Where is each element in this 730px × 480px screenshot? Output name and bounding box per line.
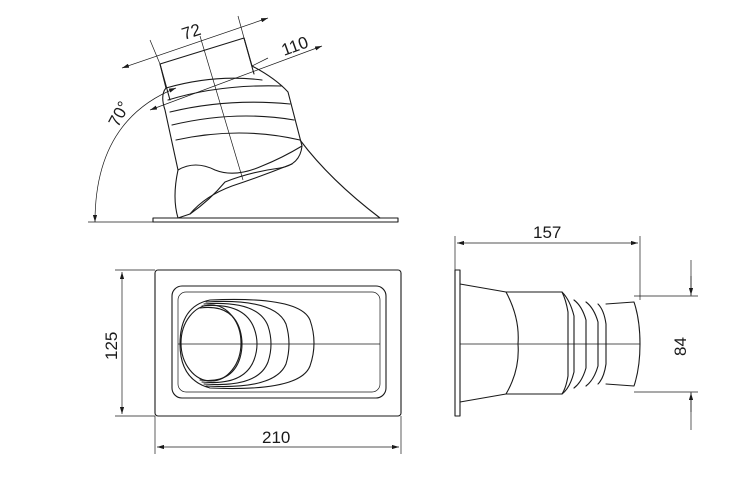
top-outlet-ellipse bbox=[180, 304, 242, 382]
angle-label: 70° bbox=[105, 98, 134, 130]
front-cone bbox=[459, 283, 507, 403]
side-rib-3 bbox=[169, 101, 291, 113]
top-outer-frame bbox=[154, 269, 402, 417]
dim-110-ext bbox=[251, 57, 269, 67]
dim-157-label: 157 bbox=[533, 223, 561, 242]
dim-210-label: 210 bbox=[262, 428, 290, 447]
side-rib-2 bbox=[167, 85, 283, 101]
side-rib-5 bbox=[175, 132, 301, 141]
front-body bbox=[505, 291, 569, 395]
dim-110-line bbox=[149, 45, 323, 111]
dim-125-label: 125 bbox=[102, 332, 121, 360]
dim-72-line bbox=[121, 17, 269, 69]
dim-84-label: 84 bbox=[671, 337, 690, 356]
side-base-plate bbox=[152, 217, 399, 223]
front-view bbox=[454, 236, 698, 430]
side-saddle-curve bbox=[177, 145, 303, 174]
side-rib-4 bbox=[171, 115, 295, 126]
top-view bbox=[115, 269, 402, 454]
dim-110-label: 110 bbox=[279, 33, 311, 60]
front-base-plate bbox=[454, 269, 461, 417]
top-inner-frame-2 bbox=[177, 291, 381, 393]
side-body-outline bbox=[159, 37, 303, 219]
dim-72-label: 72 bbox=[179, 20, 203, 44]
dim-72-ext-left bbox=[149, 39, 161, 65]
side-axis-line bbox=[199, 35, 244, 181]
side-view bbox=[88, 15, 399, 223]
side-skirt bbox=[189, 163, 293, 215]
top-inner-frame bbox=[171, 285, 387, 399]
side-cone-flank bbox=[299, 139, 381, 219]
